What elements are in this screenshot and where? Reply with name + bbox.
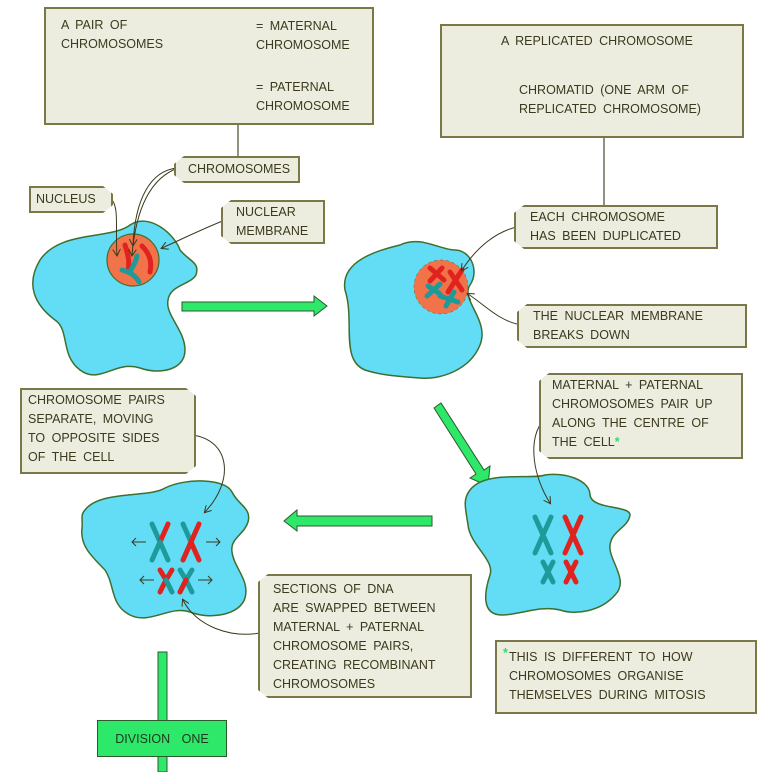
- separate-label: CHROMOSOME PAIRS SEPARATE, MOVING TO OPP…: [28, 393, 165, 464]
- maternal-chromosome: [139, 243, 154, 275]
- paternal-chromosome: [119, 267, 142, 285]
- separate-pointer: [191, 434, 225, 512]
- pair-up-label: MATERNAL + PATERNAL CHROMOSOMES PAIR UP …: [552, 376, 713, 452]
- arrow-right-icon: [181, 294, 328, 318]
- replicated-chromosome-box: [440, 24, 744, 138]
- membrane-pointer: [162, 219, 226, 248]
- footnote-body: THIS IS DIFFERENT TO HOW CHROMOSOMES ORG…: [509, 650, 706, 702]
- membrane-breaks-tag: [517, 304, 747, 348]
- membrane-breaks-pointer: [468, 294, 523, 326]
- footnote-box: [495, 640, 757, 714]
- pair-of-chromosomes-label: A PAIR OF CHROMOSOMES: [61, 18, 164, 51]
- chromosomes-label: CHROMOSOMES: [188, 162, 291, 176]
- nucleus-tag: [29, 186, 113, 213]
- cell-2: [344, 240, 483, 379]
- nuclear-membrane-tag: [221, 200, 325, 244]
- chromosomes-pointer: [132, 167, 179, 255]
- replicated-title: A REPLICATED CHROMOSOME: [501, 34, 693, 48]
- nuclear-membrane-label: NUCLEAR MEMBRANE: [236, 205, 309, 238]
- division-one-label: DIVISION ONE: [97, 720, 227, 757]
- pair-up-text: MATERNAL + PATERNAL CHROMOSOMES PAIR UP …: [552, 378, 713, 449]
- paired-chromosomes: [532, 514, 584, 585]
- footnote-marker: *: [503, 646, 508, 660]
- duplicated-tag: [514, 205, 718, 249]
- duplicated-label: EACH CHROMOSOME HAS BEEN DUPLICATED: [530, 210, 681, 243]
- pair-up-tag: [539, 373, 743, 459]
- paternal-legend-label: = PATERNAL CHROMOSOME: [256, 80, 350, 113]
- arrow-down-right-icon: [433, 402, 491, 487]
- crossover-pointer: [183, 600, 266, 635]
- legend-box: [44, 7, 374, 125]
- crossover-tag: [258, 574, 472, 698]
- movement-arrows: [131, 537, 221, 585]
- maternal-chromosome: [122, 242, 132, 273]
- footnote-text: *THIS IS DIFFERENT TO HOW CHROMOSOMES OR…: [503, 646, 706, 705]
- chromatid-label: CHROMATID (ONE ARM OF REPLICATED CHROMOS…: [519, 83, 701, 116]
- footnote-marker: *: [614, 435, 620, 449]
- arrow-left-icon: [283, 508, 433, 533]
- paternal-chromosome: [128, 253, 140, 273]
- separating-chromosomes: [149, 521, 202, 595]
- duplicated-chromosomes: [424, 265, 465, 309]
- nucleus-label: NUCLEUS: [36, 192, 96, 206]
- crossover-label: SECTIONS OF DNA ARE SWAPPED BETWEEN MATE…: [273, 582, 436, 691]
- chromosomes-pointer: [133, 167, 179, 245]
- maternal-legend-label: = MATERNAL CHROMOSOME: [256, 19, 350, 52]
- chromosomes-tag: [174, 156, 300, 183]
- membrane-breaks-label: THE NUCLEAR MEMBRANE BREAKS DOWN: [533, 309, 703, 342]
- division-line: [157, 651, 168, 772]
- separate-tag: [20, 388, 196, 474]
